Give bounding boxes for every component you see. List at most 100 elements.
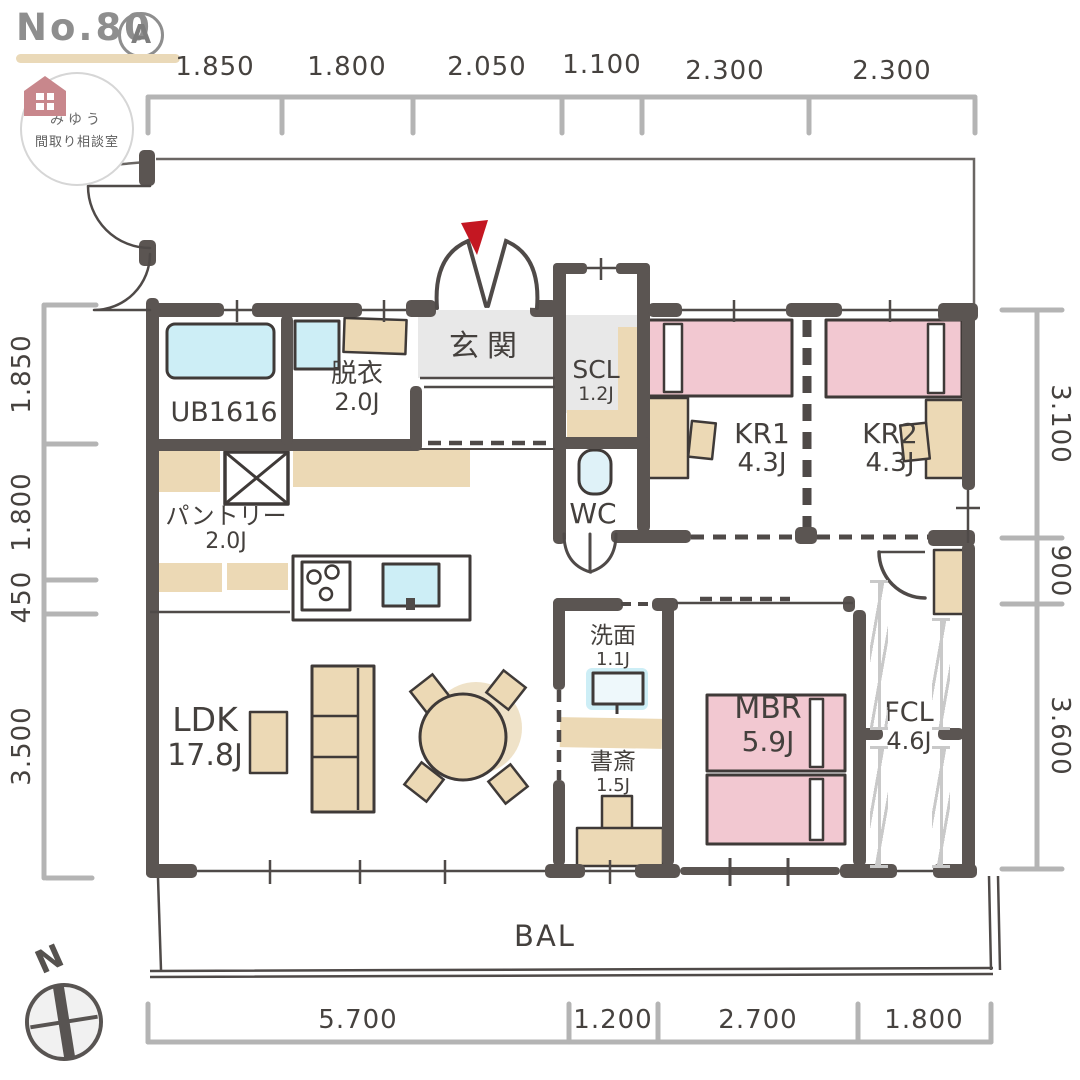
- wall-bottom: [635, 864, 680, 878]
- dim-left-1: 1.850: [7, 334, 37, 414]
- bathtub: [165, 322, 276, 380]
- dim-top-4: 1.100: [562, 50, 642, 80]
- kr1-desk: [646, 396, 690, 480]
- wall-bottom: [840, 864, 897, 878]
- wall: [553, 263, 587, 274]
- wall: [553, 780, 565, 866]
- wall-bottom: [146, 864, 197, 878]
- fcl-cabinet: [932, 548, 966, 616]
- counters: [152, 327, 663, 749]
- room-label-ub: UB1616: [170, 397, 278, 428]
- wall-top: [648, 303, 682, 317]
- dim-left-4: 3.500: [7, 706, 37, 786]
- dining-chair: [484, 668, 528, 712]
- kitchen-wall-counter: [293, 450, 470, 487]
- dim-top-2: 1.800: [307, 52, 387, 82]
- back-counter-2: [227, 563, 288, 590]
- dim-right-2: 900: [1045, 544, 1075, 598]
- room-label-kr1: KR1 4.3J: [734, 417, 790, 479]
- wc-door: [562, 532, 618, 575]
- shaft-x: [224, 450, 289, 506]
- sanitary: [165, 319, 648, 714]
- senmen-counter: [559, 717, 663, 749]
- fcl-hanger-rack: [932, 746, 950, 868]
- sofa-lines: [312, 668, 360, 810]
- wall: [553, 598, 565, 690]
- wall: [410, 386, 422, 451]
- entrance-arrow-icon: [461, 220, 488, 255]
- beds: [646, 318, 964, 846]
- kr2-desk: [924, 398, 966, 480]
- logo-house-icon: [24, 76, 66, 116]
- genkan-floor: [418, 310, 555, 378]
- washer: [293, 319, 341, 371]
- dim-top-3: 2.050: [447, 52, 527, 82]
- scl-shelf-horizontal: [567, 410, 637, 437]
- dim-left-3: 450: [7, 570, 37, 624]
- mbr-pillow-1: [808, 697, 825, 769]
- exterior-storage-door: [86, 184, 152, 250]
- plan-variant-badge: A: [118, 12, 164, 58]
- wall: [928, 530, 975, 546]
- back-counter-1: [152, 563, 222, 592]
- room-label-fcl: FCL 4.6J: [884, 697, 934, 756]
- pantry-counter: [152, 450, 220, 492]
- burner: [318, 586, 334, 602]
- balcony-outline: [149, 875, 1002, 979]
- room-label-scl: SCL 1.2J: [572, 355, 620, 405]
- furniture: [248, 316, 966, 868]
- kr2-chair: [898, 421, 932, 463]
- kr1-pillow: [662, 322, 684, 394]
- wall: [281, 315, 293, 445]
- wall-right: [962, 308, 975, 490]
- wall: [146, 439, 422, 451]
- wall-bottom: [545, 864, 585, 878]
- dim-right-3: 3.600: [1045, 696, 1075, 776]
- dim-top-6: 2.300: [852, 56, 932, 86]
- wall-top: [252, 303, 362, 317]
- room-label-wc: WC: [569, 497, 617, 530]
- title-underline: [16, 54, 180, 63]
- canopy-outline: [111, 157, 976, 306]
- room-label-senmen: 洗面 1.1J: [590, 623, 636, 670]
- wall-right: [962, 543, 975, 878]
- wall: [616, 263, 650, 274]
- wall: [795, 527, 817, 544]
- dim-top-1: 1.850: [175, 52, 255, 82]
- dim-left-2: 1.800: [7, 472, 37, 552]
- wall-left: [146, 298, 159, 878]
- dimension-lines: [41, 94, 1065, 1045]
- logo: みゆう 間取り相談室: [20, 72, 134, 186]
- thin-lines: [150, 258, 980, 886]
- room-label-ldk: LDK 17.8J: [167, 700, 243, 773]
- burner: [324, 564, 340, 580]
- dim-bottom-3: 2.700: [718, 1005, 798, 1035]
- mbr-window-sill: [680, 867, 840, 875]
- sofa: [310, 664, 376, 814]
- dim-right-1: 3.100: [1045, 384, 1075, 464]
- sofa-side-table: [248, 710, 289, 775]
- wall: [553, 598, 623, 611]
- wall: [553, 263, 566, 544]
- kitchen: [223, 450, 472, 622]
- room-label-mbr: MBR 5.9J: [734, 691, 802, 758]
- wall-stub: [139, 150, 155, 186]
- shosai-desk: [575, 826, 665, 868]
- shosai-chair: [600, 794, 634, 832]
- wall: [637, 263, 650, 532]
- entry-jamb: [406, 300, 436, 317]
- mbr-bed-2: [705, 773, 847, 846]
- dim-bottom-4: 1.800: [884, 1005, 964, 1035]
- datsui-shelf: [342, 316, 408, 356]
- burner: [306, 569, 322, 585]
- sliding-doors: [428, 320, 928, 780]
- dining-set: [402, 668, 530, 806]
- kr1-chair: [686, 419, 718, 461]
- logo-text-bottom: 間取り相談室: [34, 134, 119, 150]
- wall: [662, 598, 674, 866]
- fcl-hanger-rack: [870, 746, 888, 868]
- balcony-label: BAL: [514, 919, 576, 953]
- room-label-kr2: KR2 4.3J: [862, 417, 918, 479]
- fcl-stub: [853, 728, 883, 740]
